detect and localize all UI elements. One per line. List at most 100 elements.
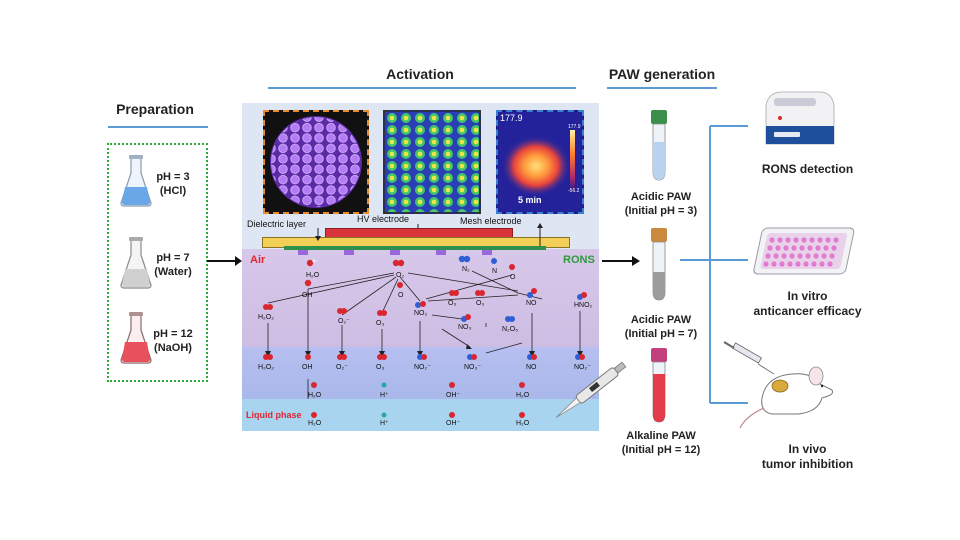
paw-generation-title: PAW generation <box>608 66 716 82</box>
app-in-vivo-label-2: tumor inhibition <box>761 457 854 471</box>
flask-ph12-label: pH = 12 <box>153 328 193 340</box>
syringe-icon <box>723 341 775 375</box>
species-o3-mid2: O₃ <box>476 300 484 307</box>
species-n2: N₂ <box>462 266 470 273</box>
tube-cap-ph7 <box>651 228 667 242</box>
plasma-glow-strip <box>298 250 492 255</box>
thermal-image <box>498 112 582 212</box>
species-no2: NO₂ <box>414 310 428 317</box>
flask-ph3-icon <box>120 155 152 207</box>
result-no3-minus: NO₃⁻ <box>464 364 481 371</box>
tube-ph3-name: Acidic PAW <box>630 191 692 203</box>
water-h2o: H₂O <box>308 392 322 399</box>
species-o3: O₃ <box>376 320 384 327</box>
mouse-syringe-icon <box>723 341 833 429</box>
flask-ph3-agent: (HCl) <box>159 185 187 197</box>
liquid-h2o-b: H₂O <box>516 420 530 427</box>
result-o3: O₃ <box>376 364 384 371</box>
tube-cap-ph3 <box>651 110 667 124</box>
preparation-box <box>107 143 208 382</box>
tube-ph7-detail: (Initial pH = 7) <box>624 328 698 340</box>
molecule-glyphs <box>263 255 587 418</box>
liquid-phase-label: Liquid phase <box>246 410 302 420</box>
preparation-underline <box>108 126 208 128</box>
flask-ph7-label: pH = 7 <box>156 252 190 264</box>
species-o: O <box>510 274 516 281</box>
plasma-discharge-image <box>270 116 362 208</box>
tube-ph12-name: Alkaline PAW <box>626 430 696 442</box>
thermal-time-label: 5 min <box>518 195 542 205</box>
thermal-max-readout: 177.9 <box>500 113 523 123</box>
liquid-oh-minus: OH⁻ <box>446 420 461 427</box>
flask-ph12-icon <box>120 312 152 364</box>
intensity-map-frame <box>383 110 481 214</box>
water-oh-minus: OH⁻ <box>446 392 461 399</box>
tube-liquid-ph7 <box>653 272 665 300</box>
tube-liquid-ph3 <box>653 142 665 180</box>
tube-cap-ph12 <box>651 348 667 362</box>
species-n2o5: N₂O₅ <box>502 326 518 333</box>
tube-acidic-ph3-icon <box>651 110 667 181</box>
tube-liquid-ph12 <box>653 374 665 422</box>
mesh-electrode-label: Mesh electrode <box>460 216 522 226</box>
flask-ph12-agent: (NaOH) <box>154 342 192 354</box>
water-h2o-b: H₂O <box>516 392 530 399</box>
species-o2: O₂ <box>396 272 404 279</box>
species-n: N <box>492 268 497 275</box>
species-h2o-top: H₂O <box>306 272 320 279</box>
emission-intensity-image <box>385 112 479 212</box>
result-oh: OH <box>302 364 313 371</box>
air-label: Air <box>250 254 266 266</box>
species-no: NO <box>526 300 537 307</box>
thermal-image-frame <box>496 110 584 214</box>
water-h-plus: H⁺ <box>380 392 389 399</box>
tube-ph12-detail: (Initial pH = 12) <box>621 444 701 456</box>
flask-ph7-icon <box>120 237 152 289</box>
tube-alkaline-ph12-icon <box>651 348 667 423</box>
tube-ph7-name: Acidic PAW <box>630 314 692 326</box>
thermal-scale-bottom: -56.2 <box>568 188 580 194</box>
dielectric-layer-label: Dielectric layer <box>247 219 307 229</box>
result-no: NO <box>526 364 537 371</box>
species-o2-minus: O₂⁻ <box>338 318 350 325</box>
reaction-network: H₂O O₂ N₂ N O OH O O₃ O₃ NO HNO₂ H₂O₂ O₂… <box>258 255 593 427</box>
arrow-to-activation <box>207 256 242 266</box>
preparation-title: Preparation <box>116 101 194 117</box>
reaction-arrows <box>267 270 581 399</box>
species-o3-mid: O₃ <box>448 300 456 307</box>
species-hno2: HNO₂ <box>574 302 593 309</box>
app-in-vitro-label: In vitro <box>787 289 828 303</box>
flask-liquid-ph3 <box>122 187 150 205</box>
app-in-vivo-label: In vivo <box>788 442 827 456</box>
device-pointer-lines <box>315 223 543 246</box>
mesh-electrode <box>284 246 546 250</box>
result-no2-minus: NO₂⁻ <box>414 364 431 371</box>
app-in-vitro-label-2: anticancer efficacy <box>753 304 862 318</box>
activation-underline <box>268 87 576 89</box>
thermal-scale-top: 177.9 <box>568 124 581 130</box>
species-o-small: O <box>398 292 404 299</box>
rons-label: RONS <box>563 254 595 266</box>
result-h2o2: H₂O₂ <box>258 364 274 371</box>
liquid-h2o: H₂O <box>308 420 322 427</box>
liquid-phase-region <box>242 399 599 431</box>
well-plate-icon <box>753 227 855 275</box>
application-bracket <box>680 125 748 404</box>
flask-ph3-label: pH = 3 <box>156 171 190 183</box>
discharge-photo-frame <box>263 110 369 214</box>
tube-ph3-detail: (Initial pH = 3) <box>624 205 698 217</box>
species-labels: H₂O O₂ N₂ N O OH O O₃ O₃ NO HNO₂ H₂O₂ O₂… <box>258 266 593 427</box>
hv-electrode-label: HV electrode <box>357 214 410 224</box>
species-no3: NO₃ <box>458 324 472 331</box>
flask-ph7-agent: (Water) <box>154 266 192 278</box>
rons-detection-instrument-icon <box>765 91 835 145</box>
tube-acidic-ph7-icon <box>651 228 667 301</box>
species-h2o2: H₂O₂ <box>258 314 274 321</box>
well-dots <box>763 237 839 267</box>
flask-liquid-ph7 <box>122 269 150 287</box>
species-oh: OH <box>302 292 313 299</box>
flask-liquid-ph12 <box>122 342 150 362</box>
activation-title: Activation <box>386 66 454 82</box>
liquid-h-plus: H⁺ <box>380 420 389 427</box>
pipette-icon <box>555 361 627 418</box>
